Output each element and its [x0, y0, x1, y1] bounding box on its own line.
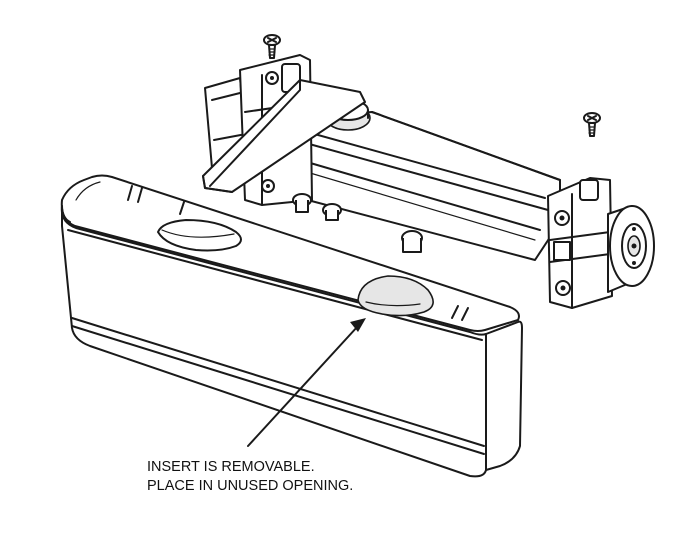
door-closer-body [202, 54, 655, 309]
removable-insert [357, 275, 434, 317]
callout-leader [247, 318, 366, 447]
callout-line-2: PLACE IN UNUSED OPENING. [147, 478, 353, 494]
screw-right-icon [583, 112, 601, 137]
callout-line-1: INSERT IS REMOVABLE. [147, 459, 315, 475]
screw-left-icon [263, 34, 281, 59]
closer-cover [60, 174, 523, 478]
